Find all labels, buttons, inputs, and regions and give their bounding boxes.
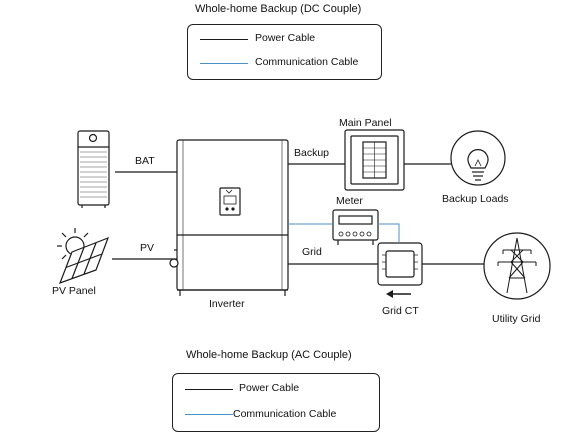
legend-box-dc-couple: Power Cable Communication Cable	[187, 24, 382, 80]
legend-comm-label: Communication Cable	[255, 56, 359, 68]
label-backup: Backup	[294, 147, 330, 159]
label-pv: PV	[140, 242, 155, 254]
diagram-title-ac-couple: Whole-home Backup (AC Couple)	[186, 349, 352, 361]
legend-power-line	[185, 389, 233, 390]
communication-cables	[288, 223, 400, 243]
legend-box-ac-couple: Power Cable Communication Cable	[172, 373, 380, 432]
legend-power-label: Power Cable	[255, 32, 316, 44]
label-main-panel: Main Panel	[339, 117, 392, 129]
inverter-icon	[169, 139, 289, 296]
light-bulb-icon	[450, 130, 506, 186]
grid-ct-icon	[377, 242, 423, 286]
power-cables	[112, 163, 484, 265]
label-inverter: Inverter	[209, 298, 245, 310]
meter-icon	[332, 209, 379, 245]
main-panel-icon	[344, 129, 405, 191]
label-grid-ct: Grid CT	[382, 305, 419, 317]
power-tower-icon	[483, 232, 551, 300]
legend-comm-line	[185, 414, 233, 415]
grid-ct-arrow-icon	[386, 290, 411, 298]
label-bat: BAT	[135, 155, 155, 167]
legend-power-label: Power Cable	[239, 382, 300, 394]
label-pv-panel: PV Panel	[52, 285, 96, 297]
legend-comm-label: Communication Cable	[233, 408, 337, 420]
label-backup-loads: Backup Loads	[442, 193, 509, 205]
label-utility-grid: Utility Grid	[492, 313, 541, 325]
legend-comm-line	[200, 63, 248, 64]
diagram-title-dc-couple: Whole-home Backup (DC Couple)	[195, 3, 362, 15]
legend-power-line	[200, 39, 248, 40]
label-grid: Grid	[302, 246, 322, 258]
label-meter: Meter	[336, 195, 363, 207]
pv-panel-icon	[57, 228, 110, 285]
battery-icon	[77, 130, 110, 208]
